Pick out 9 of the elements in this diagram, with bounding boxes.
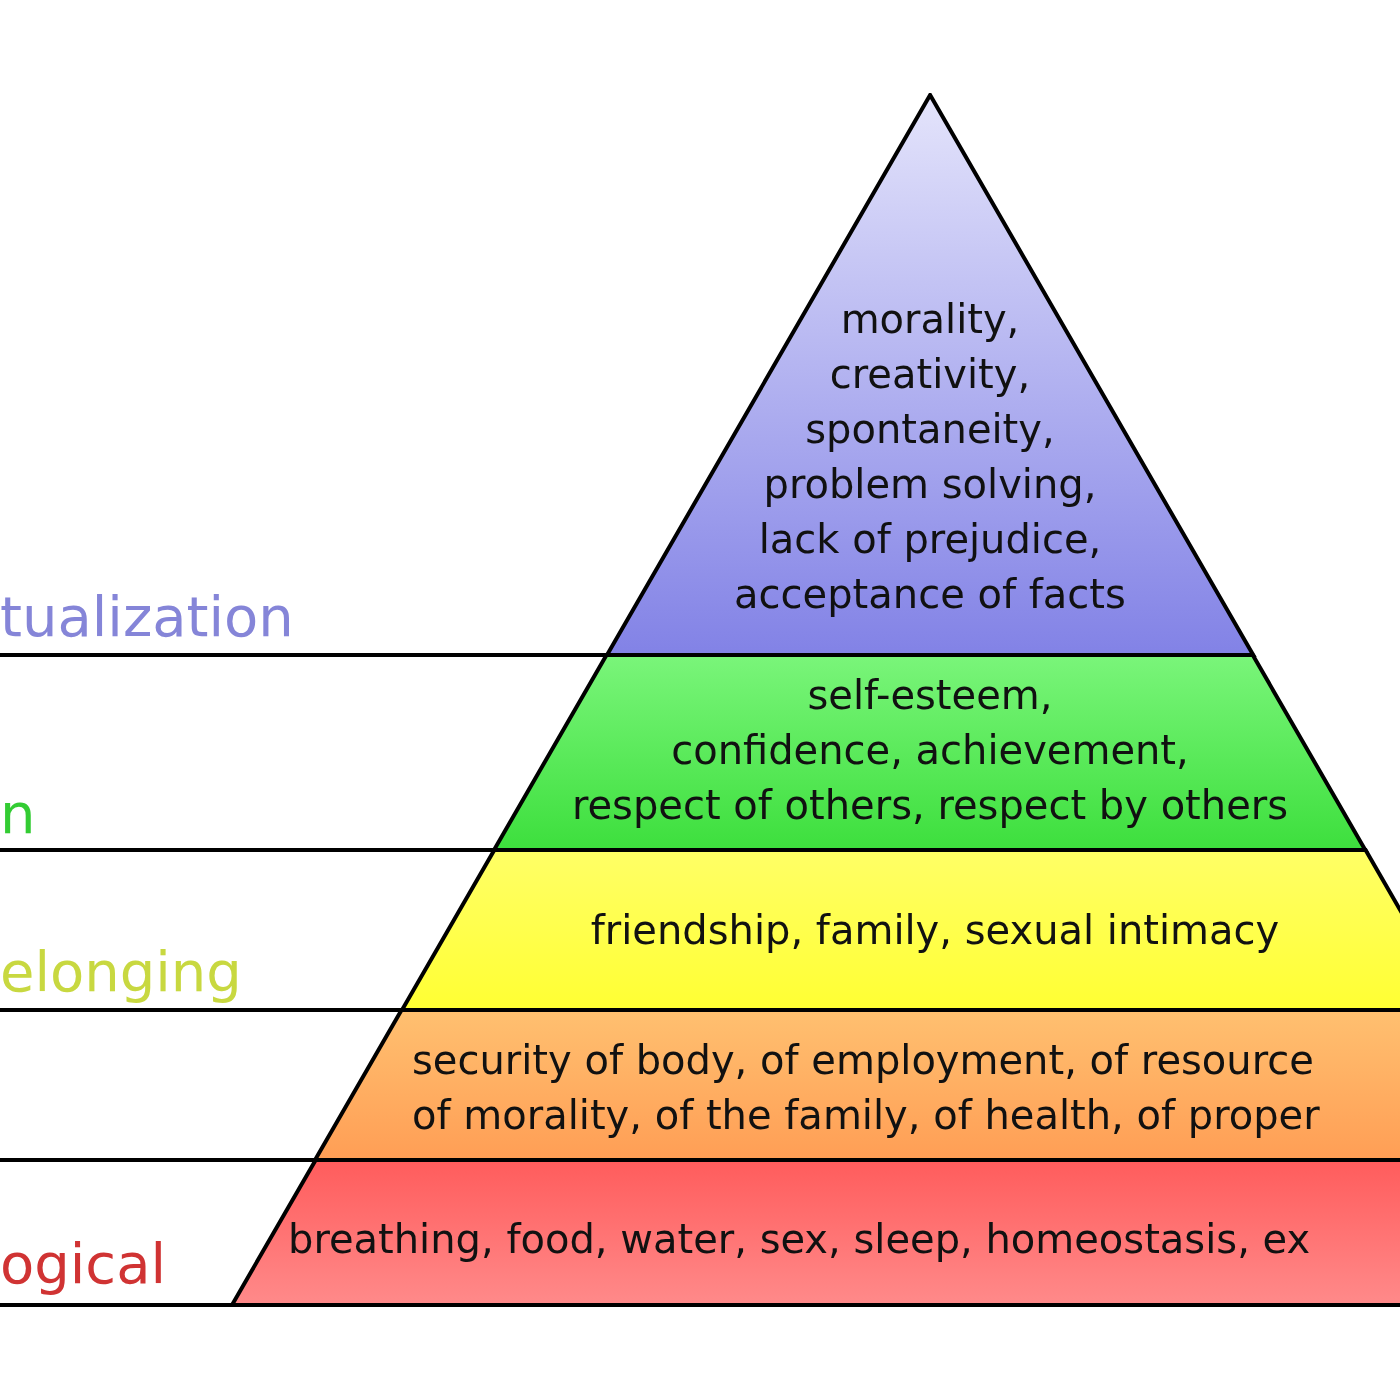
- level-name: elonging: [0, 940, 242, 1004]
- level-text: self-esteem, confidence, achievement, respect of others, respect by others: [570, 671, 1290, 830]
- level-name: tualization: [0, 585, 294, 649]
- level-name: ogical: [0, 1232, 167, 1296]
- level-text: friendship, family, sexual intimacy: [589, 906, 1281, 955]
- level-text: security of body, of employment, of resource of morality, of the family, of health, of proper: [412, 1036, 1321, 1140]
- level-text: morality, creativity, spontaneity, problem solving, lack of prejudice, acceptance of facts: [733, 295, 1127, 619]
- level-text: breathing, food, water, sex, sleep, homeostasis, ex: [288, 1215, 1312, 1264]
- level-name: n: [0, 782, 36, 846]
